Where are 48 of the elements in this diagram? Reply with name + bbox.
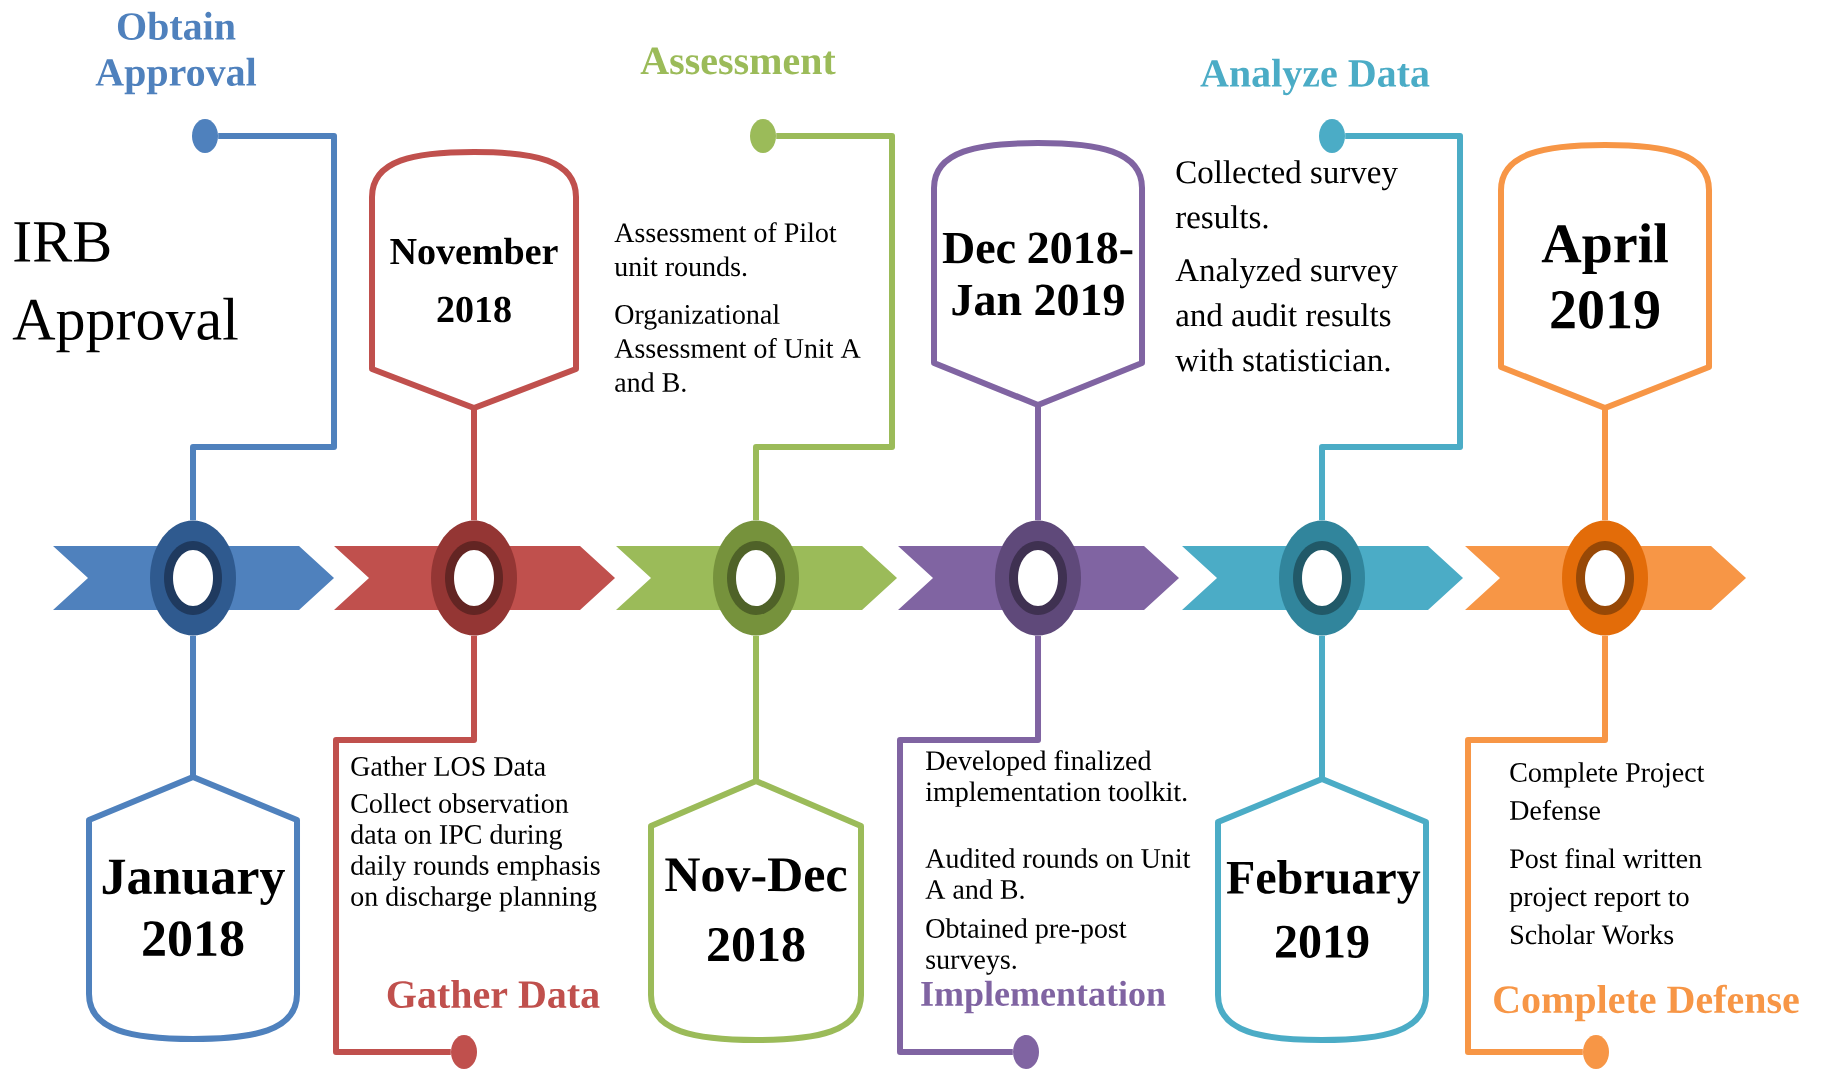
connector-line [1602,407,1608,521]
description-text: Developed finalized implementation toolkit. [925,750,1187,807]
stage-title: Gather Data [387,979,600,1009]
date-badge: January 2018 [86,774,300,1042]
connector-line [333,635,477,1055]
connector-dot [1319,119,1345,153]
connector-line [1465,635,1608,1055]
date-badge: April 2019 [1498,142,1712,411]
connector-line [190,635,196,777]
date-badge: November 2018 [369,149,579,411]
connector-dot [750,119,776,153]
description-text: Complete Project Defense [1510,762,1705,820]
connector-line [471,408,477,521]
connector-line [1319,133,1463,521]
connector-line [897,635,1041,1055]
connector-line [1319,635,1325,779]
ring-marker [1279,520,1365,636]
date-badge: February 2019 [1215,776,1429,1043]
description-text: IRB Approval [12,222,238,353]
description-text: Audited rounds on Unit A and B. [925,848,1191,899]
connector-line [190,133,337,521]
description-text: Obtained pre-post surveys. [926,918,1127,975]
connector-line [1035,405,1041,521]
ring-marker [150,520,236,636]
ring-marker [431,520,517,636]
stage-title: Implementation [921,980,1166,1014]
date-badge: Dec 2018- Jan 2019 [931,140,1145,408]
connector-line [753,133,895,521]
stage-title: Complete Defense [1494,984,1799,1022]
description-text: Assessment of Pilot unit rounds. [614,222,837,277]
date-badge: Nov-Dec 2018 [648,778,864,1043]
description-text: Analyzed survey and audit results with statistician. [1175,258,1398,372]
connector-line [753,635,759,781]
stage-title: Assessment [640,47,836,75]
connector-dot [1013,1035,1039,1069]
description-text: Collect observation data on IPC during daily rounds emphasis on discharge planning [351,793,600,912]
stage-title: Analyze Data [1200,58,1430,96]
description-text: Gather LOS Data [351,756,546,776]
connector-dot [1583,1035,1609,1069]
description-text: Organizational Assessment of Unit A and B. [614,304,861,392]
stage-title: Obtain Approval [95,11,257,95]
connector-dot [451,1035,477,1069]
ring-marker [995,520,1081,636]
ring-marker [713,520,799,636]
description-text: Collected survey results. [1175,160,1398,229]
ring-marker [1562,520,1648,636]
connector-dot [192,119,218,153]
description-text: Post final written project report to Scholar Works [1509,848,1702,945]
